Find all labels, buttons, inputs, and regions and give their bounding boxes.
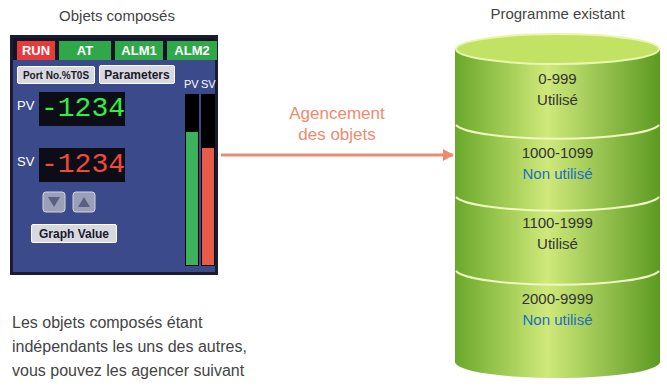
memory-band: 1100-1999Utilisé [475, 207, 640, 259]
sv-bar [202, 148, 214, 265]
cylinder-body [455, 49, 660, 378]
down-arrow [48, 197, 60, 207]
pv-bar [186, 132, 198, 265]
status-lamp: AT [59, 41, 111, 60]
button-label: Port No.%T0S [23, 70, 89, 81]
cylinder-top [456, 34, 659, 64]
address-range: 0-999 [538, 68, 576, 89]
band-divider [456, 271, 659, 285]
up-arrow [78, 197, 90, 207]
pv-label: PV [17, 98, 34, 113]
cylinder-heading: Programme existant [445, 5, 667, 22]
pv-digits: -1234 [41, 92, 125, 126]
sv-label: SV [17, 154, 34, 169]
memory-band: 0-999Utilisé [475, 63, 640, 115]
address-range: 1100-1999 [522, 212, 593, 233]
button-label: Parameters [104, 68, 169, 82]
digit-display [39, 92, 125, 126]
arrow-label: Agencement des objets [277, 103, 397, 145]
down-button [43, 192, 65, 212]
button-label: ALM2 [174, 43, 209, 58]
panel-button: Graph Value [31, 224, 117, 243]
button-label: RUN [22, 43, 50, 58]
bar-label: SV [201, 78, 216, 90]
pv-bar-frame [185, 94, 199, 266]
memory-band: 1000-1099Non utilisé [475, 137, 640, 189]
panel-button: Parameters [99, 65, 175, 84]
status-lamp: ALM2 [167, 41, 217, 60]
band-divider [456, 197, 659, 211]
status-lamp: RUN [17, 41, 55, 60]
usage-status: Utilisé [537, 89, 578, 110]
hmi-panel: Objets composésRUNATALM1ALM2Port No.%T0S… [10, 35, 218, 275]
program-cylinder: Programme existant0-999Utilisé1000-1099N… [455, 33, 660, 378]
address-range: 2000-9999 [522, 288, 594, 309]
usage-status: Utilisé [537, 233, 578, 254]
status-lamp: ALM1 [115, 41, 163, 60]
button-label: AT [77, 43, 93, 58]
up-button [73, 192, 95, 212]
panel-heading: Objets composés [3, 7, 231, 24]
flow-arrow [221, 154, 453, 157]
button-label: ALM1 [121, 43, 156, 58]
panel-button: Port No.%T0S [17, 66, 95, 84]
sv-bar-frame [201, 94, 215, 266]
band-divider [456, 125, 659, 139]
bar-label: PV [184, 78, 199, 90]
address-range: 1000-1099 [522, 142, 594, 163]
sv-digits: -1234 [41, 148, 125, 182]
digit-display [39, 148, 125, 182]
usage-status: Non utilisé [522, 163, 592, 184]
memory-band: 2000-9999Non utilisé [475, 283, 640, 335]
description-text: Les objets composés étant indépendants l… [12, 311, 262, 383]
usage-status: Non utilisé [522, 309, 592, 330]
button-label: Graph Value [39, 227, 109, 241]
